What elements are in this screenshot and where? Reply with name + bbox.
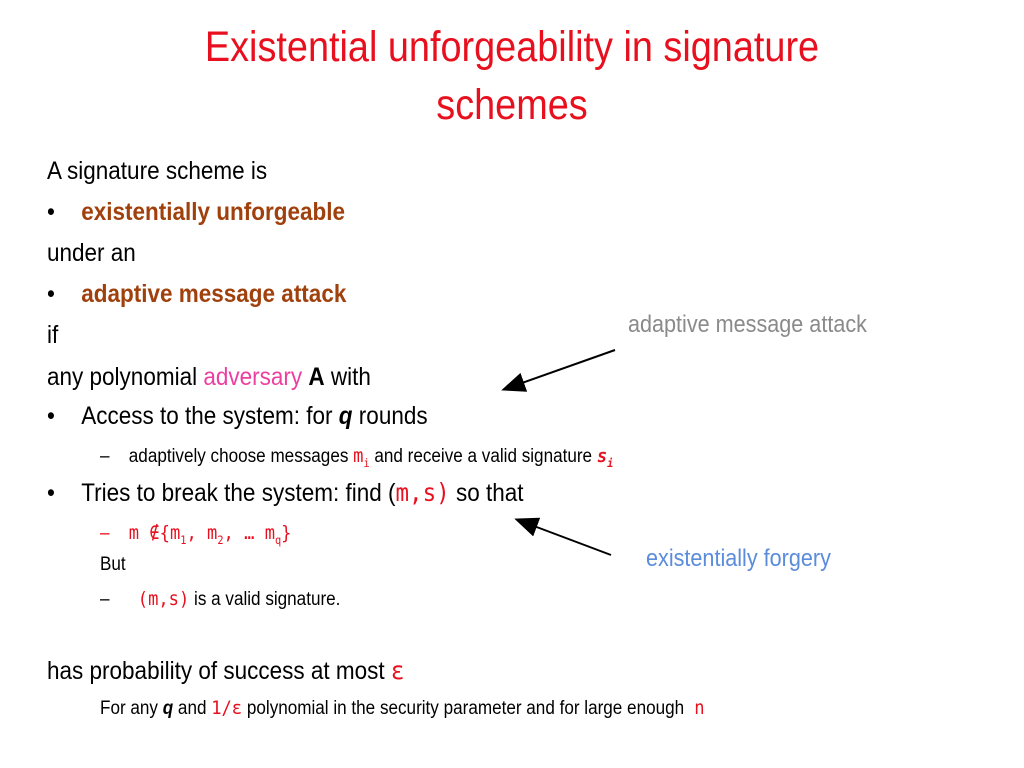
for-any-line: For any q and 1/ε polynomial in the secu…	[100, 697, 705, 719]
sub-adaptively-choose: –adaptively choose messages mi and recei…	[100, 445, 614, 470]
slide-title: Existential unforgeability in signature …	[61, 18, 962, 134]
title-line-2: schemes	[436, 81, 588, 129]
prop-existentially-unforgeable: existentially unforgeable	[81, 198, 346, 226]
bullet-marker: •	[47, 198, 55, 226]
epsilon-symbol: ε	[390, 656, 405, 685]
arrow-to-not-in-set	[514, 517, 612, 556]
under-line: under an	[47, 239, 136, 267]
bullet-access: •Access to the system: for q rounds	[47, 402, 428, 430]
arrow-to-adversary	[501, 349, 616, 392]
not-in-set-expression: m ∉{m1, m2, … mq}	[128, 522, 292, 547]
bullet-marker: •	[47, 402, 55, 430]
annotation-adaptive-message-attack: adaptive message attack	[628, 311, 867, 338]
dash-marker: –	[100, 589, 110, 610]
s-i-symbol: si	[596, 445, 614, 470]
one-over-epsilon: 1/ε	[211, 697, 243, 719]
title-line-1: Existential unforgeability in signature	[204, 23, 820, 71]
q-symbol: q	[162, 698, 174, 719]
adversary-word: adversary	[203, 363, 303, 391]
dash-marker: –	[100, 446, 110, 467]
dash-marker: –	[100, 523, 110, 544]
if-line: if	[47, 321, 59, 349]
annotation-existentially-forgery: existentially forgery	[646, 545, 831, 572]
but-line: But	[100, 554, 126, 575]
bullet-adaptive-message-attack: • adaptive message attack	[47, 280, 346, 309]
prop-adaptive-message-attack: adaptive message attack	[81, 280, 347, 308]
bullet-tries: •Tries to break the system: find (m,s) s…	[47, 478, 524, 507]
sub-valid-signature: –(m,s) is a valid signature.	[100, 588, 341, 610]
bullet-existentially-unforgeable: • existentially unforgeable	[47, 198, 345, 227]
n-symbol: n	[694, 697, 705, 719]
adversary-line: any polynomial adversary A with	[47, 363, 371, 391]
ms-pair: m,s)	[395, 478, 450, 507]
sub-not-in-set: –m ∉{m1, m2, … mq}	[100, 522, 291, 547]
probability-line: has probability of success at most ε	[47, 656, 405, 685]
bullet-marker: •	[47, 479, 55, 507]
adversary-symbol: A	[308, 363, 325, 391]
m-i-symbol: mi	[353, 445, 370, 470]
intro-line: A signature scheme is	[47, 157, 268, 185]
q-symbol: q	[338, 402, 353, 430]
bullet-marker: •	[47, 280, 55, 308]
ms-paren: (m,s)	[137, 588, 190, 610]
